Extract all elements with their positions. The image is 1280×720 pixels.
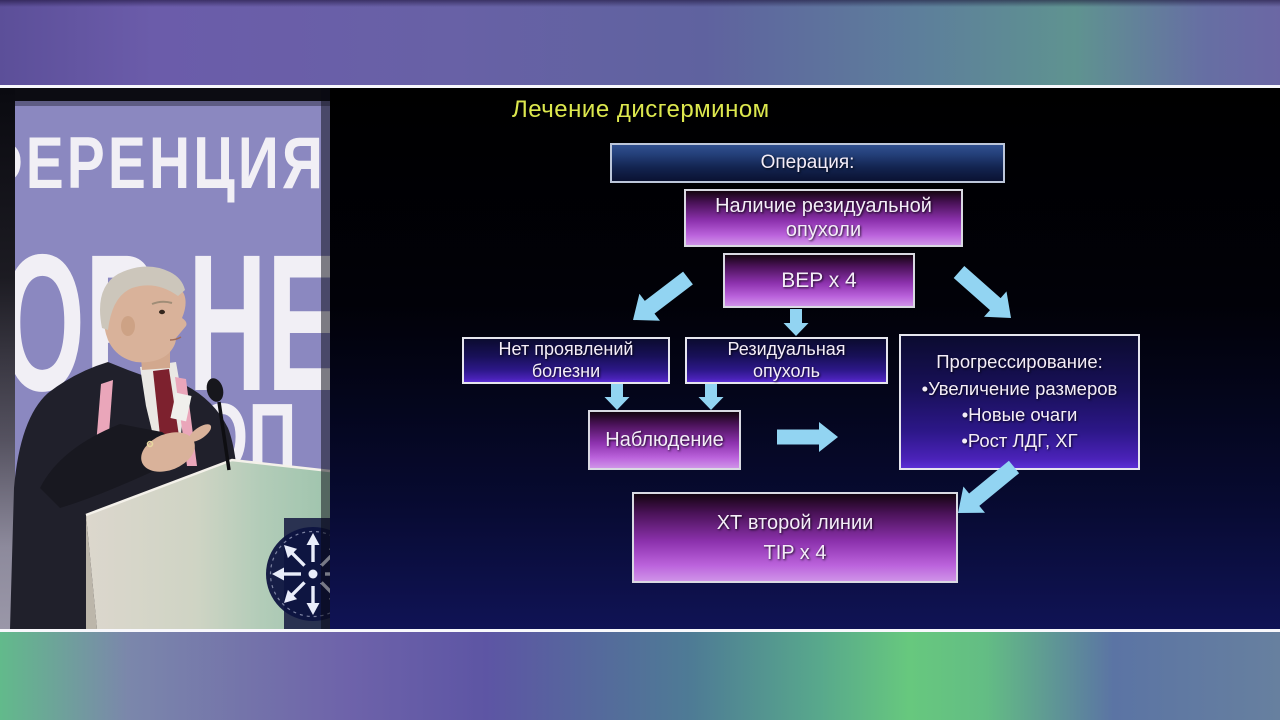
box-line: Наличие резидуальной (715, 194, 932, 217)
video-content: ФЕРЕНЦИЯ П ОР НЕ ОП (0, 88, 1280, 629)
flow-arrow-bep-to-residual_tumor (783, 309, 809, 336)
box-line: Резидуальная (727, 338, 846, 359)
flowchart-box-bep: BEP x 4 (723, 253, 915, 308)
box-line: •Рост ЛДГ, ХГ (961, 430, 1078, 452)
flowchart-box-observation: Наблюдение (588, 410, 741, 470)
flowchart-box-progression: Прогрессирование: •Увеличение размеров •… (899, 334, 1140, 470)
flow-arrow-observation-to-progression (777, 422, 838, 452)
box-label: Операция: (760, 152, 855, 174)
box-line: ХТ второй линии (716, 511, 874, 534)
flow-arrow-bep-to-no_disease (633, 271, 693, 321)
flowchart-box-no-disease: Нет проявлений болезни (462, 337, 670, 384)
top-banner (0, 0, 1280, 88)
flowchart-box-residual-presence: Наличие резидуальной опухоли (684, 189, 963, 247)
box-line: Прогрессирование: (936, 351, 1103, 373)
speaker-hair (100, 266, 185, 330)
box-line: TIP x 4 (763, 541, 827, 564)
box-line: опухоли (785, 219, 862, 241)
box-line: •Новые очаги (961, 404, 1078, 425)
box-line: болезни (531, 360, 601, 381)
bottom-banner (0, 629, 1280, 720)
box-label: Наблюдение (605, 428, 724, 451)
flow-arrow-bep-to-progression (953, 266, 1011, 318)
flowchart-box-second-line: ХТ второй линии TIP x 4 (632, 492, 958, 583)
speaker-hand (141, 432, 195, 472)
flowchart-box-operation: Операция: (610, 143, 1005, 183)
box-line: •Увеличение размеров (921, 377, 1118, 399)
speaker-panel: ФЕРЕНЦИЯ П ОР НЕ ОП (0, 88, 330, 629)
backdrop-text-row1: ФЕРЕНЦИЯ П (0, 122, 330, 203)
microphone (206, 378, 231, 471)
conference-logo-icon (266, 527, 330, 621)
slide-title: Лечение дисгермином (512, 96, 770, 123)
flowchart-box-residual-tumor: Резидуальная опухоль (685, 337, 888, 384)
presentation-slide: Лечение дисгермином Операция: Наличие ре… (330, 88, 1280, 629)
box-line: опухоль (752, 360, 821, 381)
flow-arrow-residual_tumor-to-observation (698, 384, 724, 410)
box-line: Нет проявлений (498, 338, 634, 359)
flow-arrow-no_disease-to-observation (604, 384, 630, 410)
speaker-face (103, 273, 187, 363)
box-label: BEP x 4 (781, 268, 857, 292)
stage-edge (0, 88, 15, 629)
speaker-scene: ФЕРЕНЦИЯ П ОР НЕ ОП (0, 88, 330, 629)
